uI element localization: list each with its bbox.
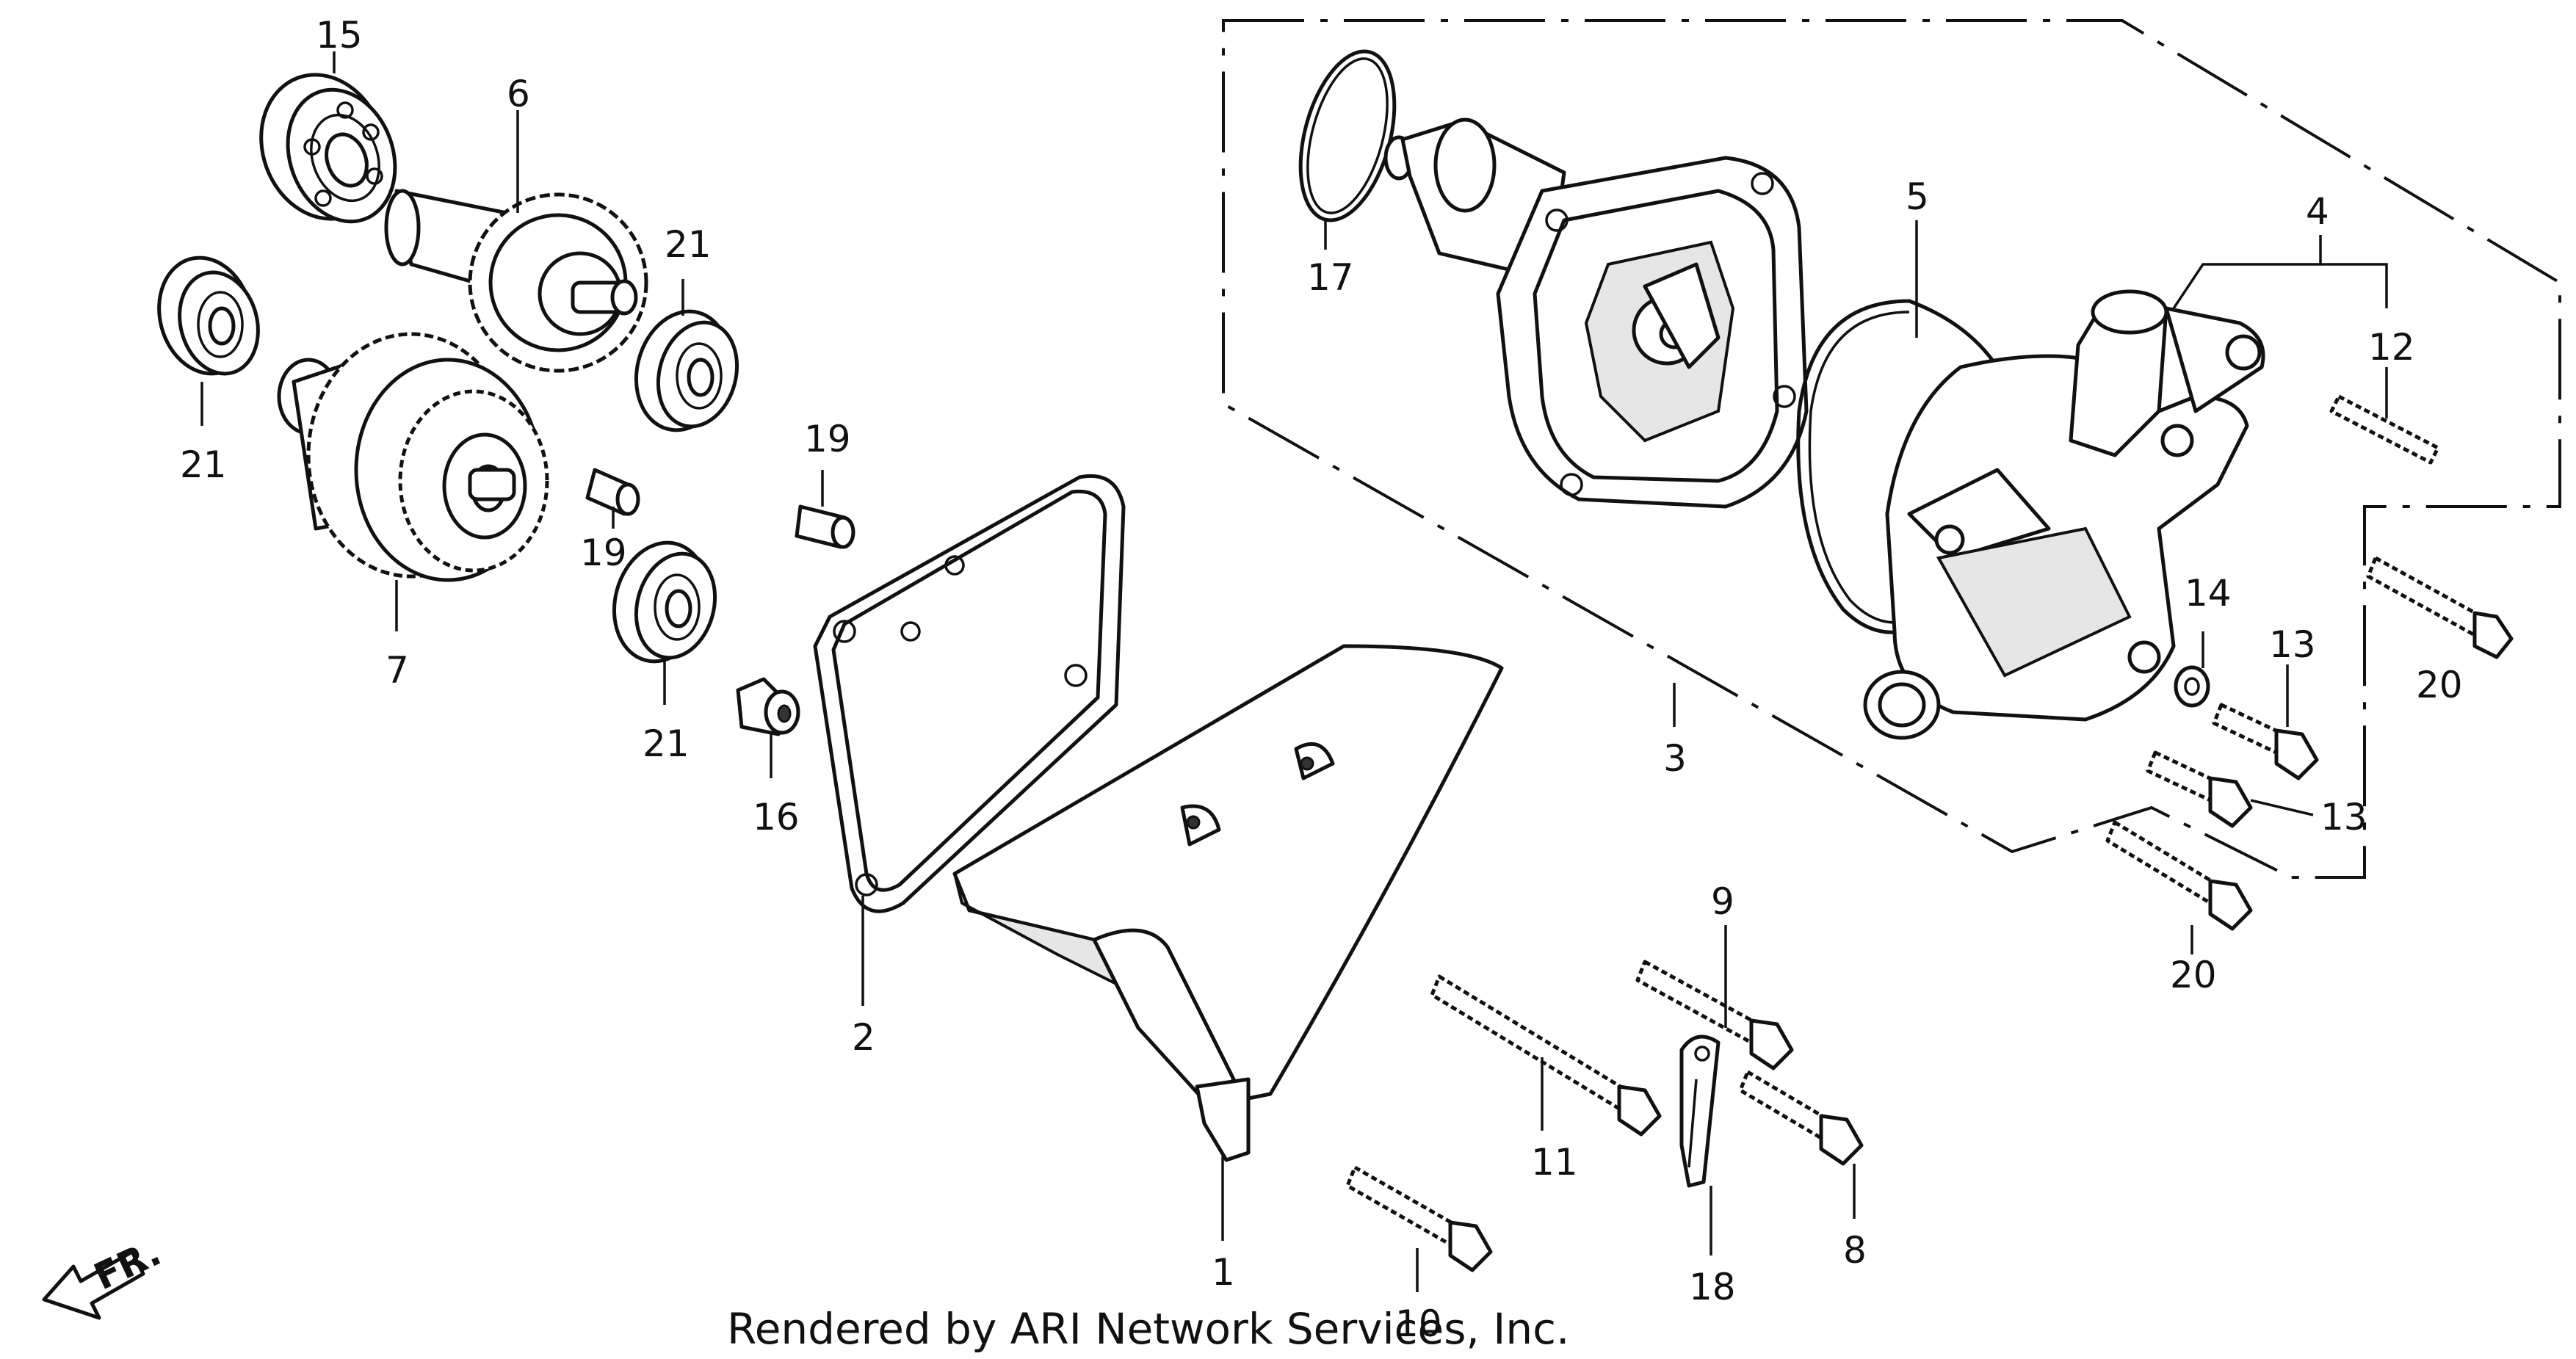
leader-lines <box>200 51 2388 1292</box>
callout-6: 6 <box>507 73 530 115</box>
part-5-o-ring <box>1796 299 2000 634</box>
callout-10: 10 <box>1395 1302 1442 1345</box>
callout-13-upper: 13 <box>2269 623 2316 666</box>
part-21-bearing-lower <box>612 540 717 664</box>
part-8-bolt <box>1738 1070 1864 1166</box>
part-17-o-ring <box>1298 49 1397 222</box>
callout-1: 1 <box>1212 1251 1235 1294</box>
part-20-bolt-lower <box>2105 820 2253 931</box>
callout-18: 18 <box>1689 1266 1736 1308</box>
credit-text: Rendered by ARI Network Services, Inc. <box>727 1304 1569 1354</box>
part-13-bolt-upper <box>2212 703 2319 780</box>
callout-13-lower: 13 <box>2320 796 2367 838</box>
front-direction-arrow: FR. <box>42 1231 167 1320</box>
part-16-grommet <box>736 677 800 736</box>
callout-19-right: 19 <box>804 418 851 460</box>
callout-7: 7 <box>386 649 409 692</box>
part-2-gasket <box>813 474 1126 913</box>
part-21-bearing-left <box>157 256 260 376</box>
part-21-bearing-upper-right <box>634 309 739 432</box>
part-4-pump-cover <box>1863 289 2265 740</box>
part-7-gear-assembly <box>277 332 549 582</box>
callout-17: 17 <box>1307 256 1354 299</box>
part-20-bolt-upper <box>2366 556 2514 659</box>
callout-4: 4 <box>2306 190 2329 233</box>
callout-12: 12 <box>2368 326 2415 369</box>
callout-11: 11 <box>1531 1141 1578 1184</box>
part-9-bolt <box>1635 960 1794 1070</box>
callout-numbers: 15 6 21 21 21 7 19 19 16 2 1 10 11 18 8 … <box>180 14 2463 1345</box>
callout-3: 3 <box>1663 737 1687 780</box>
callout-21-upper-right: 21 <box>665 223 712 266</box>
part-11-bolt <box>1430 974 1662 1137</box>
callout-2: 2 <box>852 1016 875 1059</box>
part-19-dowel-left <box>585 468 640 516</box>
callout-9: 9 <box>1711 880 1734 923</box>
part-19-dowel-right <box>795 504 855 549</box>
part-12-stud <box>2329 394 2440 465</box>
part-10-bolt <box>1345 1165 1493 1272</box>
part-14-washer <box>2174 665 2210 708</box>
callout-15: 15 <box>316 14 363 57</box>
callout-16: 16 <box>753 796 800 838</box>
part-15-bearing <box>259 73 397 224</box>
callout-21-lower: 21 <box>643 722 690 765</box>
part-6-gear-shaft <box>384 189 648 373</box>
callout-20-lower: 20 <box>2170 954 2217 996</box>
callout-20-upper: 20 <box>2416 664 2463 706</box>
part-18-clamp <box>1679 1034 1721 1188</box>
part-13-bolt-lower <box>2146 750 2253 828</box>
pump-body <box>1383 117 1809 509</box>
callout-8: 8 <box>1843 1229 1867 1272</box>
callout-19-left: 19 <box>580 532 627 574</box>
callout-5: 5 <box>1906 175 1929 218</box>
part-1-cover <box>952 644 1504 1162</box>
callout-21-left: 21 <box>180 443 227 486</box>
pump-assembly-outline <box>1222 19 2561 879</box>
callout-14: 14 <box>2185 572 2232 615</box>
